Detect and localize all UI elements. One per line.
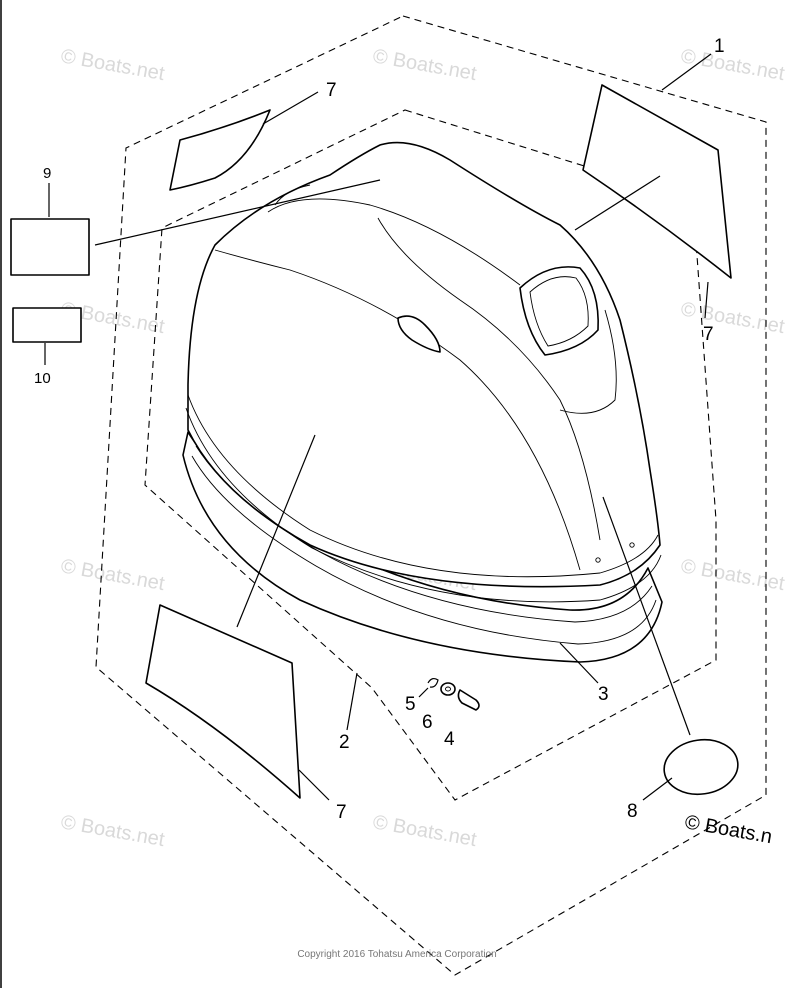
watermark: © Boats.net xyxy=(59,811,166,851)
copyright-text: Copyright 2016 Tohatsu America Corporati… xyxy=(297,949,496,960)
callout-3: 3 xyxy=(598,684,609,705)
outer-assembly-boundary xyxy=(95,15,767,976)
label-plate-9 xyxy=(10,218,90,276)
label-plate-10 xyxy=(12,307,82,343)
callout-9: 9 xyxy=(43,165,51,182)
hardware-group xyxy=(427,677,480,711)
callout-7-bottom: 7 xyxy=(336,802,347,823)
watermark: © Boats.net xyxy=(59,555,166,595)
watermark: © Boats.net xyxy=(679,298,786,338)
callout-10: 10 xyxy=(34,370,51,387)
emblem-8 xyxy=(663,738,739,796)
callout-2: 2 xyxy=(339,732,350,753)
decal-bottom-left xyxy=(145,604,301,799)
callout-7-right: 7 xyxy=(703,324,714,345)
washer-6 xyxy=(440,682,456,696)
callout-7-top: 7 xyxy=(326,80,337,101)
callout-4: 4 xyxy=(444,729,455,750)
decal-right xyxy=(582,84,732,279)
callout-1: 1 xyxy=(714,36,725,57)
clip-5 xyxy=(427,677,439,688)
pin-4 xyxy=(457,689,480,711)
callout-6: 6 xyxy=(422,712,433,733)
leader-lines xyxy=(44,53,712,801)
decal-top-left xyxy=(169,109,271,191)
rivet-hole xyxy=(629,542,635,548)
callout-8: 8 xyxy=(627,801,638,822)
inner-assembly-boundary xyxy=(144,109,717,801)
watermark: © Boats.net xyxy=(679,555,786,595)
watermark: © Boats.net xyxy=(371,45,478,85)
watermark: © Boats.net xyxy=(371,811,478,851)
watermark: © Boats.net xyxy=(59,45,166,85)
top-cowl xyxy=(185,141,662,603)
callouts: 1 2 3 4 5 6 7 7 7 8 9 10 xyxy=(34,36,725,823)
rivet-hole xyxy=(595,557,601,563)
callout-5: 5 xyxy=(405,694,416,715)
